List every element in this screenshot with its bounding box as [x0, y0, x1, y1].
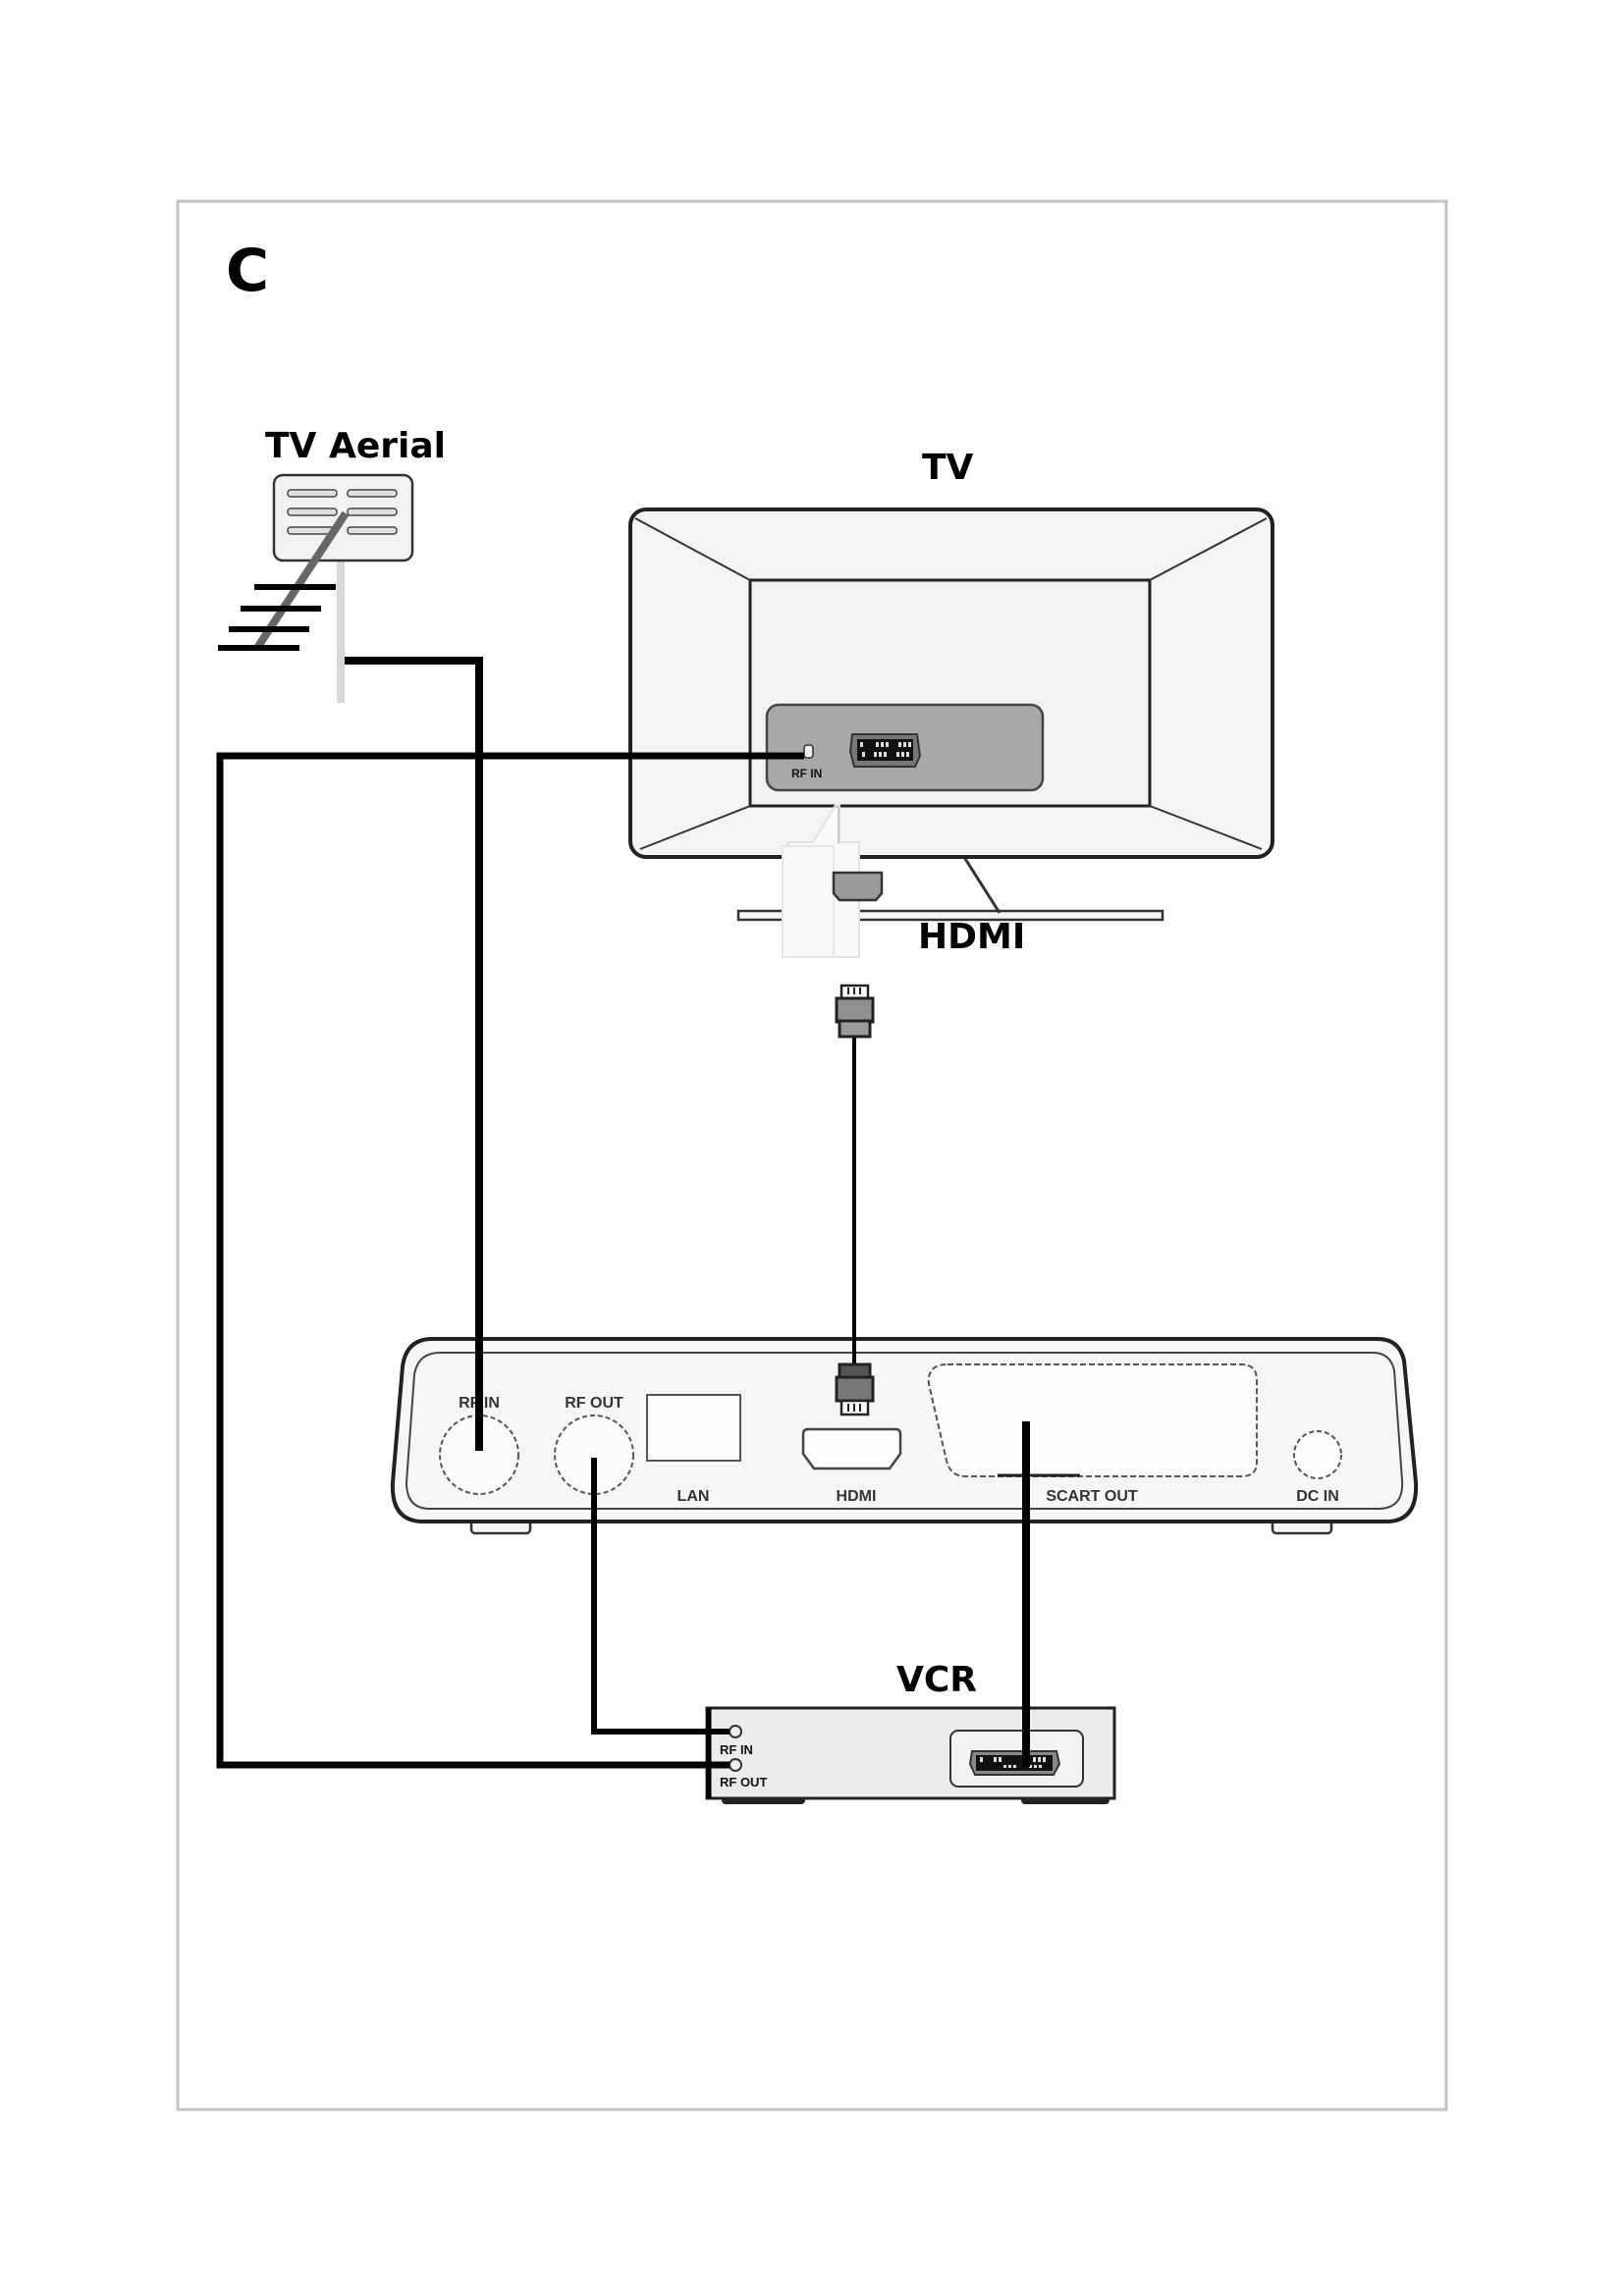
tv-aerial: TV Aerial: [218, 426, 446, 703]
receiver-dc-in-port: [1293, 1430, 1342, 1479]
hdmi-plug-bottom-icon: [835, 1362, 875, 1416]
tv-stand: [736, 853, 1164, 922]
tv: TV RF IN: [628, 448, 1274, 958]
panel-letter: C: [226, 237, 269, 305]
tv-rf-in-port: [803, 744, 814, 759]
vcr-rf-out-port: [729, 1758, 742, 1772]
cable-vcr-rf-out-to-tv-rf-in: [216, 752, 804, 1769]
vcr-label: VCR: [896, 1660, 977, 1700]
receiver-scart-out-label: SCART OUT: [1046, 1488, 1138, 1505]
vcr-scart-port: [949, 1730, 1084, 1788]
aerial-yagi-icon: [218, 510, 350, 651]
receiver-rf-out-port: [554, 1415, 634, 1495]
receiver-body: [390, 1337, 1419, 1523]
tv-rf-in-label: RF IN: [791, 767, 822, 780]
receiver-lan-port: [646, 1394, 741, 1462]
tv-hdmi-callout: [782, 804, 884, 958]
tv-hdmi-port-icon: [832, 871, 884, 902]
tv-aerial-label: TV Aerial: [265, 426, 446, 466]
receiver-lan-label: LAN: [677, 1488, 710, 1505]
receiver-inner-edge: [405, 1352, 1404, 1510]
receiver-scart-out-port: [927, 1363, 1258, 1477]
receiver-dc-in-label: DC IN: [1296, 1488, 1339, 1505]
receiver-rf-out-label: RF OUT: [565, 1395, 623, 1412]
cable-aerial-to-receiver-rf-in: [345, 657, 483, 1451]
tv-scart-port: [848, 733, 922, 768]
receiver-hdmi-port: [801, 1427, 902, 1470]
tv-hdmi-label: HDMI: [918, 917, 1025, 957]
vcr: VCR RF IN RF OUT: [705, 1660, 1116, 1804]
hdmi-plug-top-icon: [835, 984, 875, 1039]
aerial-mast: [337, 558, 345, 703]
vcr-rf-in-label: RF IN: [720, 1742, 753, 1757]
tv-label: TV: [922, 448, 974, 488]
vcr-rf-in-port: [729, 1725, 742, 1738]
receiver-hdmi-label: HDMI: [837, 1488, 877, 1505]
cable-receiver-rf-out-to-vcr-rf-in: [591, 1458, 730, 1735]
vcr-rf-out-label: RF OUT: [720, 1775, 767, 1789]
receiver: RF IN RF OUT LAN HDMI SCART OUT DC IN: [390, 1337, 1419, 1535]
